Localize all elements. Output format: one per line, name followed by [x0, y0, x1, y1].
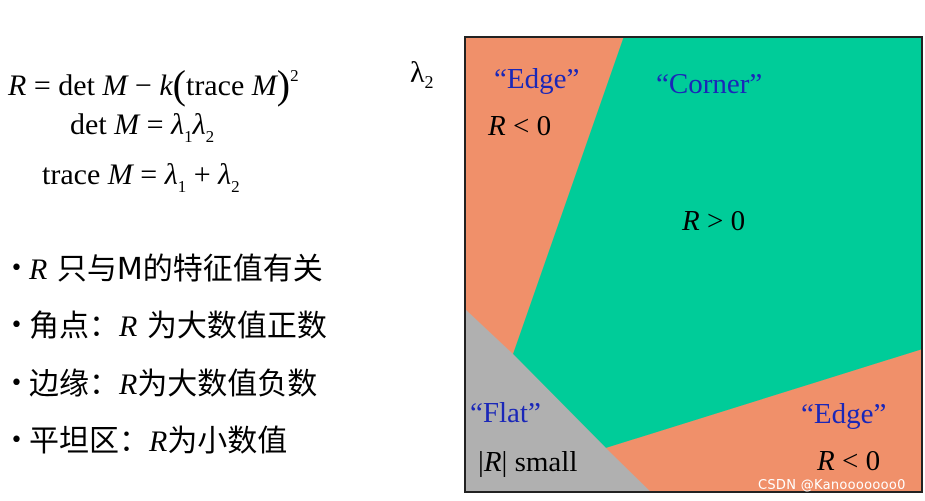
bullet-var: R — [118, 368, 138, 401]
eq-trace: trace — [185, 69, 245, 102]
det-equals: = — [146, 108, 164, 141]
diagram-border — [464, 36, 923, 493]
eq-m2: M — [251, 69, 277, 102]
bullet-prefix: 边缘： — [28, 367, 119, 402]
trace-m: M — [107, 158, 133, 191]
bullet-var: R — [118, 310, 138, 343]
eq-det: det — [58, 69, 95, 102]
bullet-eigenvalue: •R 只与M的特征值有关 — [10, 244, 323, 288]
bullet-text: 只与M的特征值有关 — [47, 252, 323, 287]
bullet-flat: •平坦区：R为小数值 — [10, 416, 287, 460]
det-equation: det M = λ1λ2 — [70, 108, 214, 146]
det-label: det — [70, 108, 107, 141]
edge-region-bottom — [606, 349, 923, 493]
eq-exponent: 2 — [290, 66, 299, 85]
corner-cond-var: R — [681, 205, 700, 237]
bullet-text: 为大数值正数 — [137, 309, 327, 344]
bullet-prefix: 角点： — [28, 309, 119, 344]
det-m: M — [114, 108, 140, 141]
trace-sub1: 1 — [177, 177, 187, 196]
eq-paren-close: ) — [276, 62, 291, 107]
edge-bottom-condition: R < 0 — [816, 445, 880, 477]
flat-region — [464, 308, 652, 493]
det-lambda1: λ — [171, 108, 185, 141]
watermark: CSDN @Kanooooooo0 — [758, 478, 906, 493]
edge-bottom-cond-rest: < 0 — [835, 445, 880, 477]
edge-top-cond-var: R — [487, 110, 506, 142]
trace-equation: trace M = λ1 + λ2 — [42, 158, 240, 196]
flat-cond-post: | small — [502, 446, 578, 478]
edge-top-condition: R < 0 — [487, 110, 551, 142]
trace-lambda1: λ — [164, 158, 178, 191]
flat-condition: |R| small — [478, 446, 577, 478]
trace-sub2: 2 — [231, 177, 240, 196]
eq-m1: M — [102, 69, 128, 102]
eq-paren-open: ( — [172, 62, 186, 107]
eq-k: k — [159, 69, 173, 102]
flat-label: “Flat” — [470, 397, 541, 429]
bullet-prefix: 平坦区： — [28, 424, 149, 459]
lambda2-sub: 2 — [424, 72, 434, 92]
bullet-dot: • — [10, 256, 23, 281]
flat-cond-var: R — [483, 446, 502, 478]
trace-plus: + — [193, 158, 211, 191]
edge-top-cond-rest: < 0 — [506, 110, 551, 142]
edge-bottom-label: “Edge” — [801, 398, 886, 430]
eq-minus: − — [134, 69, 152, 102]
det-sub1: 1 — [184, 127, 193, 146]
bullet-var: R — [148, 425, 168, 458]
eq-r: R — [8, 69, 27, 102]
eq-equals: = — [33, 69, 51, 102]
bullet-dot: • — [10, 371, 23, 396]
harris-response-equation: R = det M − k(trace M)2 — [8, 58, 299, 107]
edge-bottom-cond-var: R — [816, 445, 835, 477]
corner-cond-rest: > 0 — [700, 205, 745, 237]
bullet-dot: • — [10, 428, 23, 453]
trace-lambda2: λ — [218, 158, 232, 191]
bullet-corner: •角点：R 为大数值正数 — [10, 301, 327, 345]
corner-label: “Corner” — [656, 68, 762, 100]
trace-label: trace — [42, 158, 101, 191]
bullet-edge: •边缘：R为大数值负数 — [10, 359, 317, 403]
bullet-dot: • — [10, 313, 23, 338]
bullet-text: 为小数值 — [167, 424, 288, 459]
trace-equals: = — [140, 158, 158, 191]
lambda2-symbol: λ — [410, 56, 425, 89]
flat-cond-pre: | — [478, 446, 484, 478]
edge-top-label: “Edge” — [494, 63, 579, 95]
lambda2-axis-label: λ2 — [410, 56, 434, 92]
det-sub2: 2 — [205, 127, 215, 146]
det-lambda2: λ — [192, 108, 206, 141]
eigenvalue-region-diagram: “Edge” R < 0 “Corner” R > 0 “Flat” |R| s… — [464, 36, 923, 493]
bullet-text: 为大数值负数 — [137, 367, 318, 402]
corner-region — [513, 36, 923, 448]
bullet-var: R — [28, 253, 48, 286]
corner-condition: R > 0 — [681, 205, 745, 237]
